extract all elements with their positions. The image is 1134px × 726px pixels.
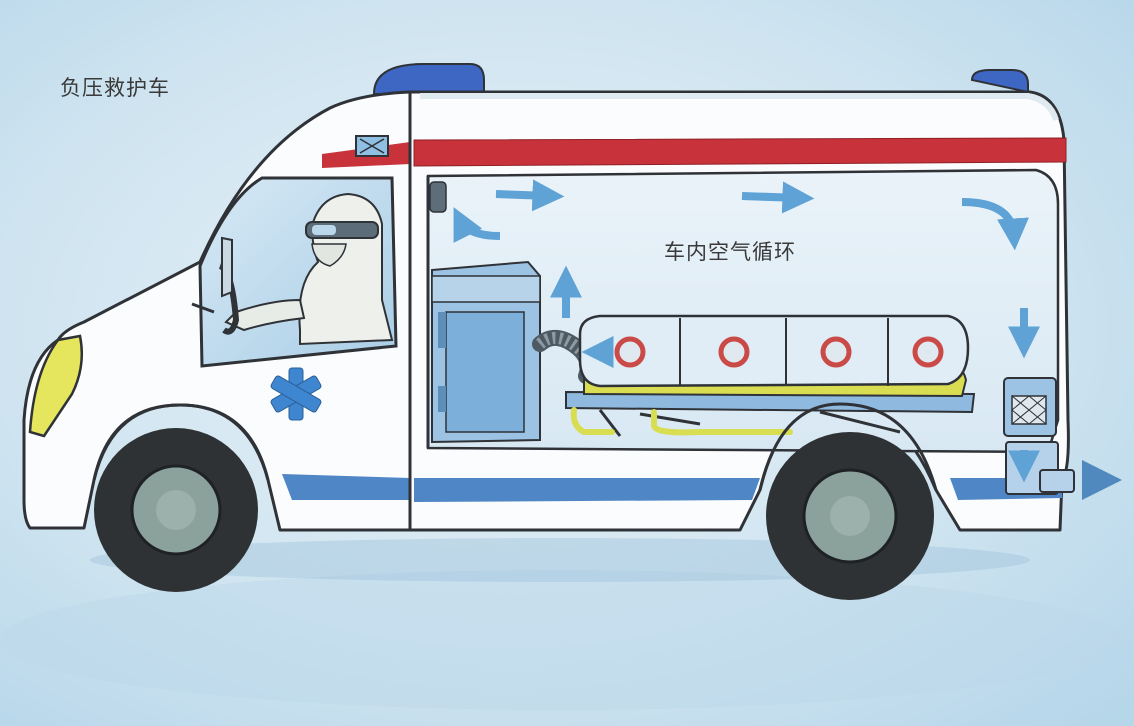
equipment-cabinet — [432, 262, 540, 442]
side-mirror — [222, 238, 232, 296]
rear-wheel — [766, 432, 934, 600]
isolation-pod — [580, 316, 968, 386]
blue-stripe — [282, 474, 410, 500]
airflow-arrow-icon — [742, 196, 800, 198]
ambulance-title: 负压救护车 — [60, 72, 170, 102]
airflow-label: 车内空气循环 — [664, 236, 796, 266]
red-stripe — [414, 138, 1066, 166]
blue-stripe — [414, 478, 760, 502]
porthole — [823, 339, 849, 365]
airflow-arrow-icon — [496, 194, 550, 196]
porthole — [915, 339, 941, 365]
porthole — [721, 339, 747, 365]
porthole — [617, 339, 643, 365]
front-wheel — [94, 428, 258, 592]
